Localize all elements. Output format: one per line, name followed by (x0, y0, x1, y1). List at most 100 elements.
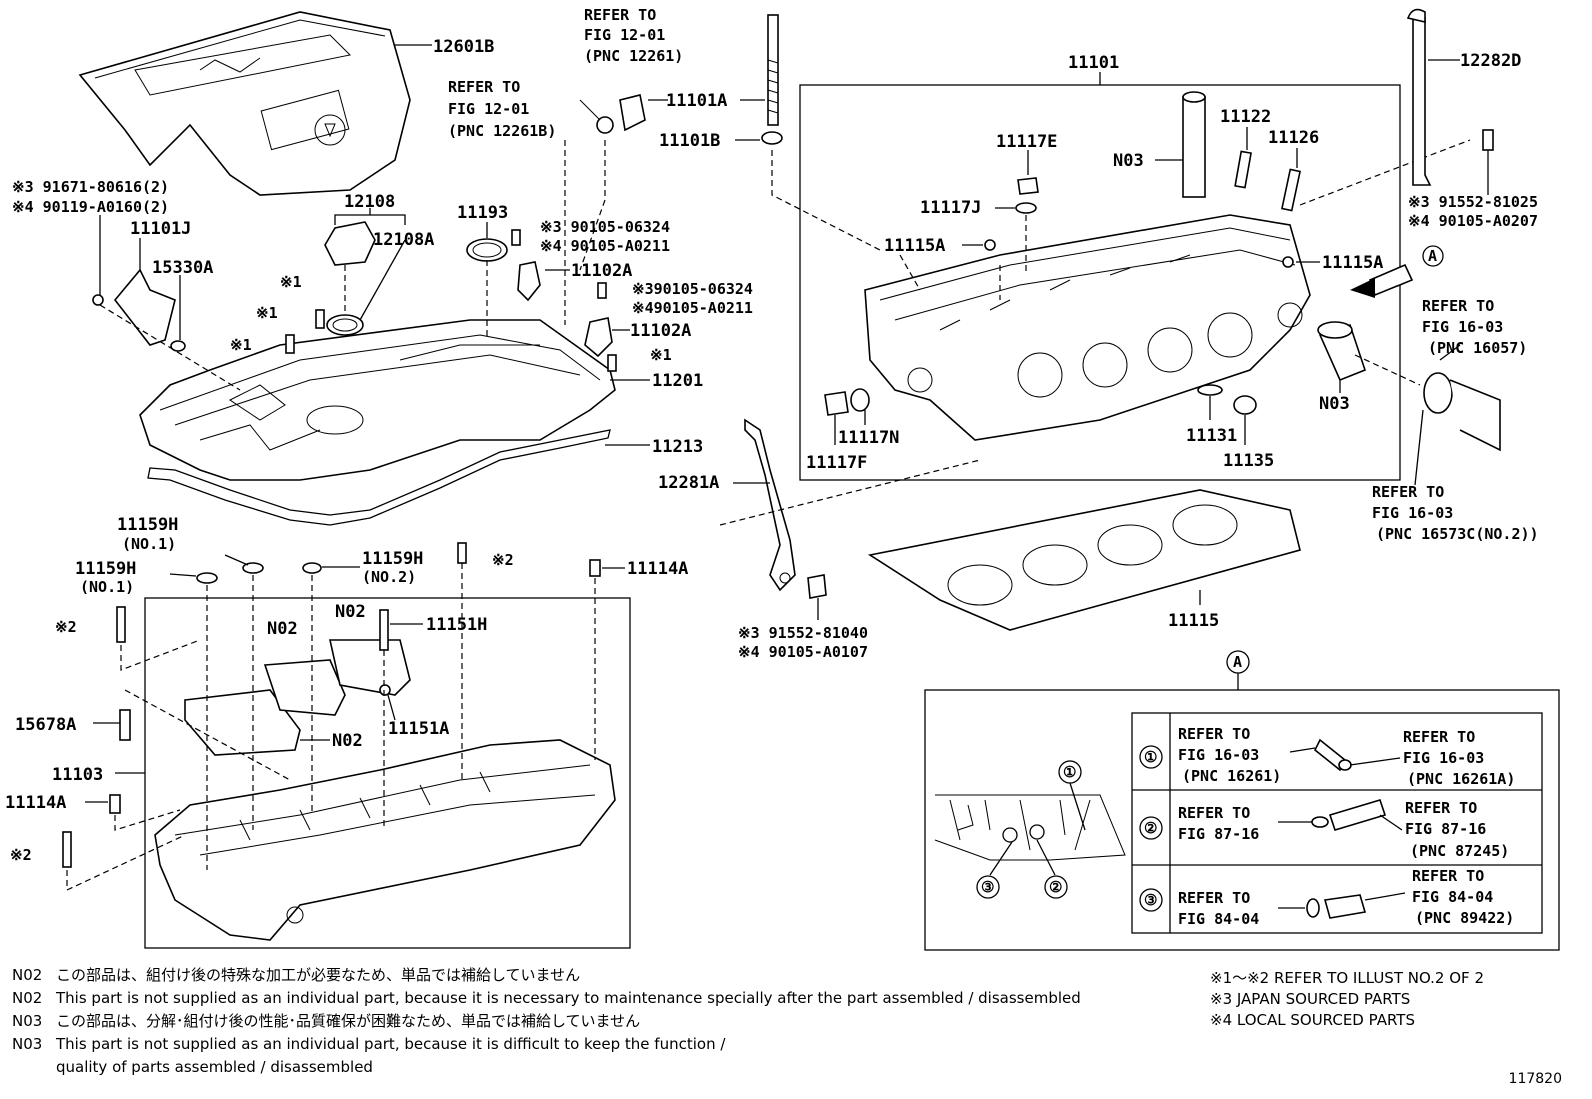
label-90105-a0207: ※4 90105-A0207 (1408, 212, 1538, 230)
callout-2: ② (1049, 878, 1062, 896)
ref-2-a: ※2 (492, 551, 514, 569)
cylinder-head (864, 214, 1311, 441)
row1-left-3: (PNC 16261) (1182, 767, 1281, 785)
note-code: N02 (12, 966, 43, 984)
water-outlet-detail (1423, 344, 1501, 452)
plug-11117f (824, 391, 849, 416)
note-row: N02 この部品は、組付け後の特殊な加工が必要なため、単品では補給していません (12, 964, 1081, 987)
label-90119: ※4 90119-A0160(2) (12, 198, 169, 216)
dowel-11114a (589, 559, 601, 577)
label-11102a-1: 11102A (571, 261, 632, 281)
label-11159h-2: 11159H (75, 559, 136, 579)
row1-right-2: FIG 16-03 (1403, 749, 1484, 767)
refer-16573c-line1: REFER TO (1372, 483, 1444, 501)
label-11117n: 11117N (838, 428, 899, 448)
label-11193: 11193 (457, 203, 508, 223)
row1-num: ① (1144, 748, 1157, 766)
head-bolt (761, 14, 783, 145)
label-11101: 11101 (1068, 53, 1119, 73)
valve-guide (1234, 150, 1252, 189)
label-11159h-2-no: (NO.1) (80, 578, 134, 596)
label-11159h-3: 11159H (362, 549, 423, 569)
label-11101j: 11101J (130, 219, 191, 239)
detail-a-marker: A (1233, 653, 1242, 671)
note-code: N02 (12, 989, 43, 1007)
row1-left-1: REFER TO (1178, 725, 1250, 743)
refer-12261b-line2: FIG 12-01 (448, 100, 529, 118)
callout-3: ③ (981, 878, 994, 896)
bolt-11151h (379, 609, 389, 651)
label-11103: 11103 (52, 765, 103, 785)
ref-2-c: ※2 (10, 846, 32, 864)
row2-right-2: FIG 87-16 (1405, 820, 1486, 838)
sensor-15678a (119, 709, 131, 741)
label-11159h-1-no: (NO.1) (122, 535, 176, 553)
cylinder-head-cover (139, 319, 616, 481)
refer-16057-line3: (PNC 16057) (1428, 339, 1527, 357)
row3-right-2: FIG 84-04 (1412, 888, 1493, 906)
label-90105-a0211-b: ※490105-A0211 (632, 299, 753, 317)
label-12281a: 12281A (658, 473, 719, 493)
cam-bearing-caps (184, 639, 411, 756)
note-text: この部品は、組付け後の特殊な加工が必要なため、単品では補給していません (56, 966, 581, 984)
refer-16057-line1: REFER TO (1422, 297, 1494, 315)
refer-16057-line2: FIG 16-03 (1422, 318, 1503, 336)
label-15330a: 15330A (152, 258, 213, 278)
ref-1-a: ※1 (280, 273, 302, 291)
legend-item: ※4 LOCAL SOURCED PARTS (1210, 1011, 1415, 1029)
bolt-2-upper (116, 606, 126, 643)
ref-1-c: ※1 (230, 336, 252, 354)
label-11151h: 11151H (426, 615, 487, 635)
row1-right-3: (PNC 16261A) (1407, 770, 1515, 788)
label-90105-06324-a: ※3 90105-06324 (540, 218, 670, 236)
refer-16573c-line2: FIG 16-03 (1372, 504, 1453, 522)
label-90105-a0211-a: ※4 90105-A0211 (540, 237, 670, 255)
label-11201: 11201 (652, 371, 703, 391)
note-code: N03 (12, 1012, 43, 1030)
label-90105-a0107: ※4 90105-A0107 (738, 643, 868, 661)
row2-right-3: (PNC 87245) (1410, 842, 1509, 860)
bolt-2 (457, 542, 467, 564)
plug-11117e (1017, 177, 1039, 195)
row3-right-1: REFER TO (1412, 867, 1484, 885)
label-11102a-2: 11102A (630, 321, 691, 341)
row1-right-1: REFER TO (1403, 728, 1475, 746)
label-11114a-top: 11114A (627, 559, 688, 579)
label-11159h-1: 11159H (117, 515, 178, 535)
legend-item: ※3 JAPAN SOURCED PARTS (1210, 990, 1411, 1008)
row3-left-1: REFER TO (1178, 889, 1250, 907)
refer-12261-line2: FIG 12-01 (584, 26, 665, 44)
label-12282d: 12282D (1460, 51, 1521, 71)
label-11115a-right: 11115A (1322, 253, 1383, 273)
row2-num: ② (1144, 819, 1157, 837)
note-text: quality of parts assembled / disassemble… (56, 1058, 373, 1076)
label-n02-b: N02 (267, 619, 298, 639)
label-11213: 11213 (652, 437, 703, 457)
label-11159h-3-no: (NO.2) (362, 568, 416, 586)
detail-a-box (924, 689, 1560, 951)
hanger-bolt (1482, 129, 1494, 151)
oil-control-valve (92, 268, 186, 352)
row3-num: ③ (1144, 891, 1157, 909)
label-12108: 12108 (344, 192, 395, 212)
label-90105-06324-b: ※390105-06324 (632, 280, 753, 298)
bolt-2-lower (62, 831, 72, 868)
label-11126: 11126 (1268, 128, 1319, 148)
engine-cover (78, 11, 411, 196)
label-11117f: 11117F (806, 453, 867, 473)
cam-position-sensor-2 (584, 317, 613, 358)
row2-left-2: FIG 87-16 (1178, 825, 1259, 843)
row3-right-3: (PNC 89422) (1415, 909, 1514, 927)
clamp-detail-2 (1311, 816, 1329, 828)
dowel-left (109, 794, 121, 814)
note-text: この部品は、分解･組付け後の性能･品質確保が困難なため、単品では補給していません (56, 1012, 641, 1030)
label-11117j: 11117J (920, 198, 981, 218)
label-12601b: 12601B (433, 37, 494, 57)
callout-1: ① (1063, 763, 1076, 781)
label-91671: ※3 91671-80616(2) (12, 178, 169, 196)
refer-16573c-line3: (PNC 16573C(NO.2)) (1376, 525, 1539, 543)
row2-left-1: REFER TO (1178, 804, 1250, 822)
